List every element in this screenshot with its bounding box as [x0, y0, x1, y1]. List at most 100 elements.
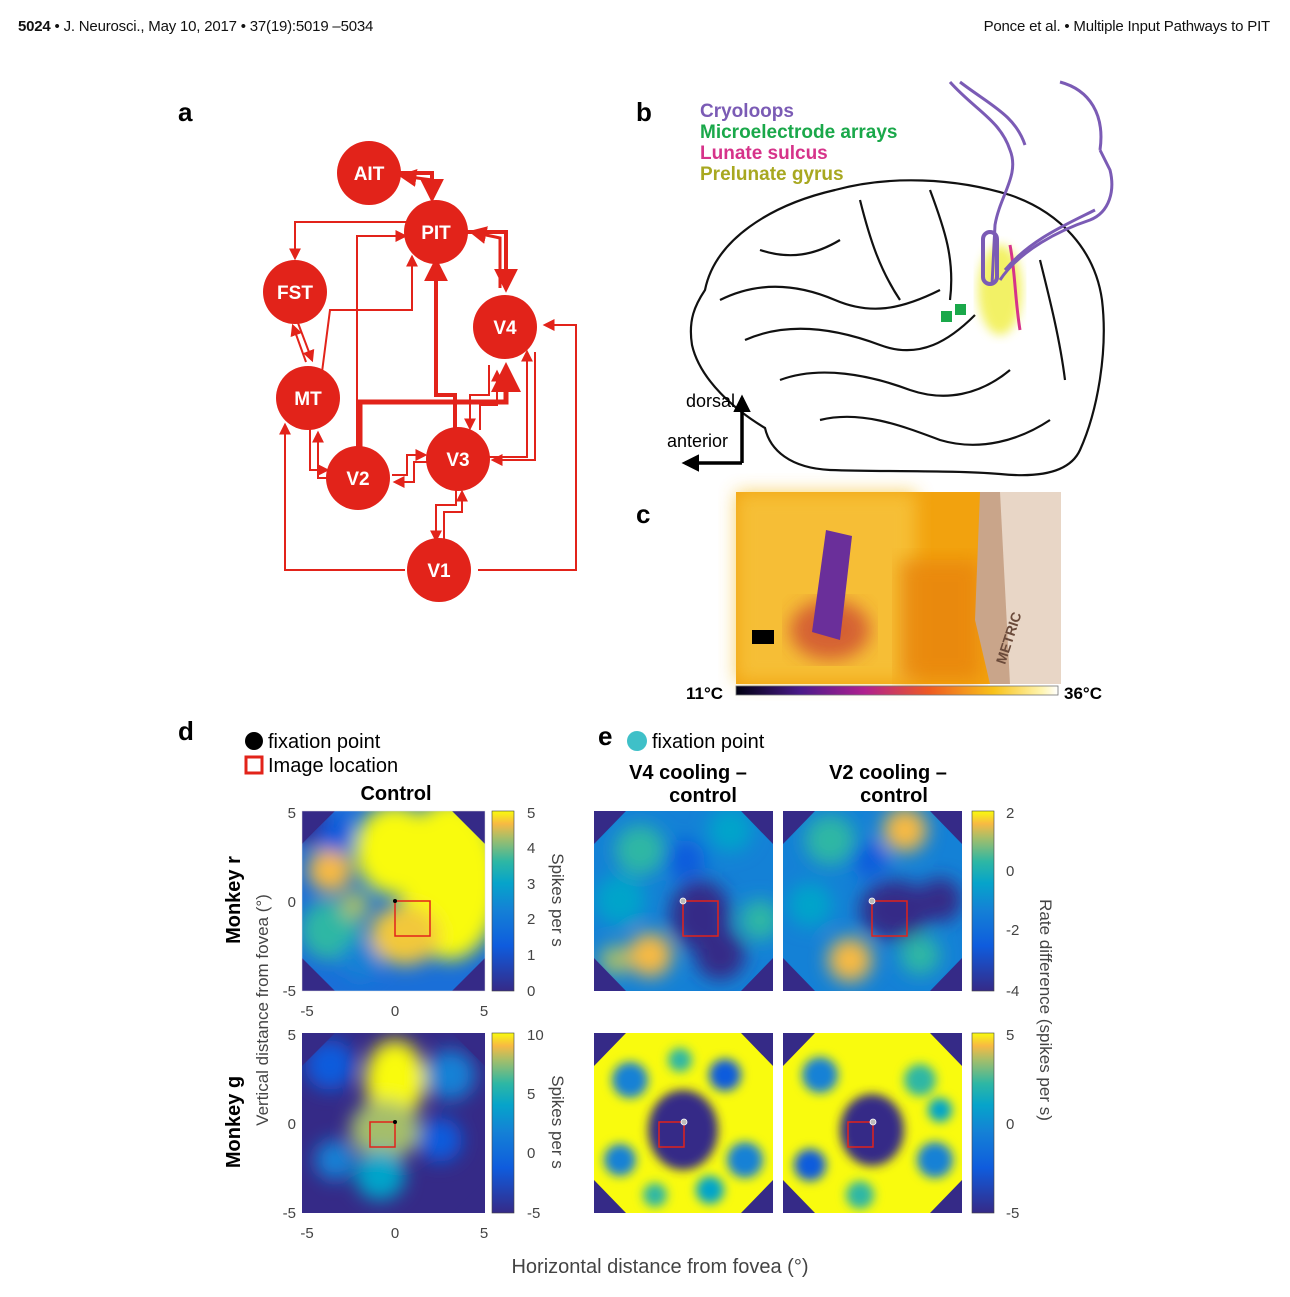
legend-image-label: Image location	[268, 755, 398, 777]
sulcus-8	[1038, 259, 1067, 381]
edge-v1-v3	[443, 489, 468, 540]
cb-tick: 5	[527, 1086, 535, 1103]
thermal-cold-probe	[812, 530, 852, 640]
node-mt	[276, 366, 340, 430]
cb-tick: 2	[1006, 805, 1014, 822]
array-1	[941, 311, 952, 322]
legend-cryoloops: Cryoloops	[700, 101, 794, 122]
node-label-pit: PIT	[421, 223, 451, 244]
cryoloop-drawing	[948, 80, 1114, 286]
brain-drawing	[689, 179, 1105, 477]
thermal-colorbar	[735, 685, 1059, 696]
node-label-ait: AIT	[354, 164, 385, 185]
cryoloop-tube-3	[998, 149, 1114, 281]
node-v3	[426, 427, 490, 491]
edge-mt-v2	[309, 428, 330, 476]
cryoloop-tube-2	[959, 80, 1027, 146]
ruler-face	[1000, 492, 1061, 684]
orientation-arrows: dorsal anterior	[667, 391, 751, 472]
cb-tick: 4	[527, 840, 535, 857]
cb-tick: 10	[527, 1027, 544, 1044]
colorbar-control-r	[491, 810, 515, 992]
row-label-monkey-g: Monkey g	[223, 1076, 245, 1168]
thermal-hot-region	[900, 560, 980, 680]
x-tick: -5	[300, 1225, 313, 1242]
cb-tick: 3	[527, 876, 535, 893]
edge-v4-v3-right	[490, 352, 536, 466]
node-v4	[473, 295, 537, 359]
network-diagram	[279, 168, 577, 571]
image-location-square	[871, 900, 908, 937]
colorbar-ticks-control-g: 10 5 0 -5	[527, 1027, 544, 1222]
sulcus-5	[858, 199, 901, 301]
running-title: Ponce et al. • Multiple Input Pathways t…	[983, 18, 1271, 35]
node-label-v2: V2	[346, 469, 369, 490]
y-ticks-r: 5 0 -5	[283, 805, 296, 1000]
cb-tick: 5	[1006, 1027, 1014, 1044]
panel-letter-a: a	[178, 97, 193, 127]
edge-pit-fst	[289, 221, 408, 261]
fixation-point	[868, 897, 876, 905]
node-label-fst: FST	[277, 283, 313, 304]
fixation-point	[393, 899, 397, 903]
page-number: 5024	[18, 18, 51, 35]
image-location-square	[369, 1121, 396, 1148]
cb-tick: 2	[527, 911, 535, 928]
cryoloop-tip	[981, 230, 999, 286]
legend-microelectrode: Microelectrode arrays	[700, 122, 898, 143]
node-pit	[404, 200, 468, 264]
edge-v3-pit	[424, 257, 457, 428]
legend-d: fixation point Image location	[244, 731, 398, 777]
y-axis-label: Vertical distance from fovea (°)	[253, 894, 272, 1126]
cb-tick: -5	[527, 1205, 540, 1222]
y-tick: 0	[288, 894, 296, 911]
y-tick: 5	[288, 805, 296, 822]
node-label-v4: V4	[493, 318, 517, 339]
cb-tick: 1	[527, 947, 535, 964]
node-label-v1: V1	[427, 561, 451, 582]
edge-v3-v4	[479, 369, 503, 430]
edge-mt-fst	[290, 323, 307, 363]
legend-fixation-label: fixation point	[268, 731, 381, 753]
edge-v2-pit	[356, 230, 408, 452]
cb-tick: -5	[1006, 1205, 1019, 1222]
cb-tick: -4	[1006, 983, 1019, 1000]
lunate-sulcus	[1008, 244, 1022, 331]
y-tick: 0	[288, 1116, 296, 1133]
brain-outline	[689, 179, 1105, 477]
thermal-max-label: 36°C	[1064, 684, 1102, 703]
legend-e-fixation-dot	[627, 731, 647, 751]
fixation-point	[680, 1118, 688, 1126]
cb-tick: 0	[1006, 863, 1014, 880]
sulcus-6	[928, 189, 953, 301]
x-tick: 5	[480, 1003, 488, 1020]
node-v2	[326, 446, 390, 510]
edge-pit-ait	[398, 168, 434, 200]
sulcus-3	[779, 369, 1011, 397]
edge-fst-mt	[297, 322, 315, 363]
sulcus-7	[759, 239, 841, 257]
heatmap-v2-r	[783, 811, 962, 991]
colorbar-diff-g	[971, 1032, 995, 1214]
sulcus-1	[719, 285, 941, 310]
cryoloop-tube-5	[1059, 80, 1103, 151]
sulcus-4	[819, 415, 1051, 446]
edge-v4-pit	[468, 226, 502, 288]
title-control: Control	[360, 783, 431, 805]
heatmap-v4-g	[594, 1033, 773, 1213]
panel-letter-b: b	[636, 97, 652, 127]
colorbar-ticks-control-r: 5 4 3 2 1 0	[527, 805, 535, 1000]
node-label-v3: V3	[446, 450, 469, 471]
y-ticks-g: 5 0 -5	[283, 1027, 296, 1222]
node-ait	[337, 141, 401, 205]
legend-e: fixation point	[627, 731, 765, 753]
heatmap-v4-r	[594, 811, 773, 991]
title-v2-line1: V2 cooling –	[829, 762, 947, 784]
sulcus-2	[744, 314, 976, 352]
edge-v3-v2	[392, 461, 428, 488]
journal-citation: • J. Neurosci., May 10, 2017 • 37(19):50…	[50, 18, 374, 35]
cb-tick: 0	[527, 1145, 535, 1162]
edge-v1-mt	[279, 422, 405, 571]
edge-mt-pit	[321, 254, 418, 373]
